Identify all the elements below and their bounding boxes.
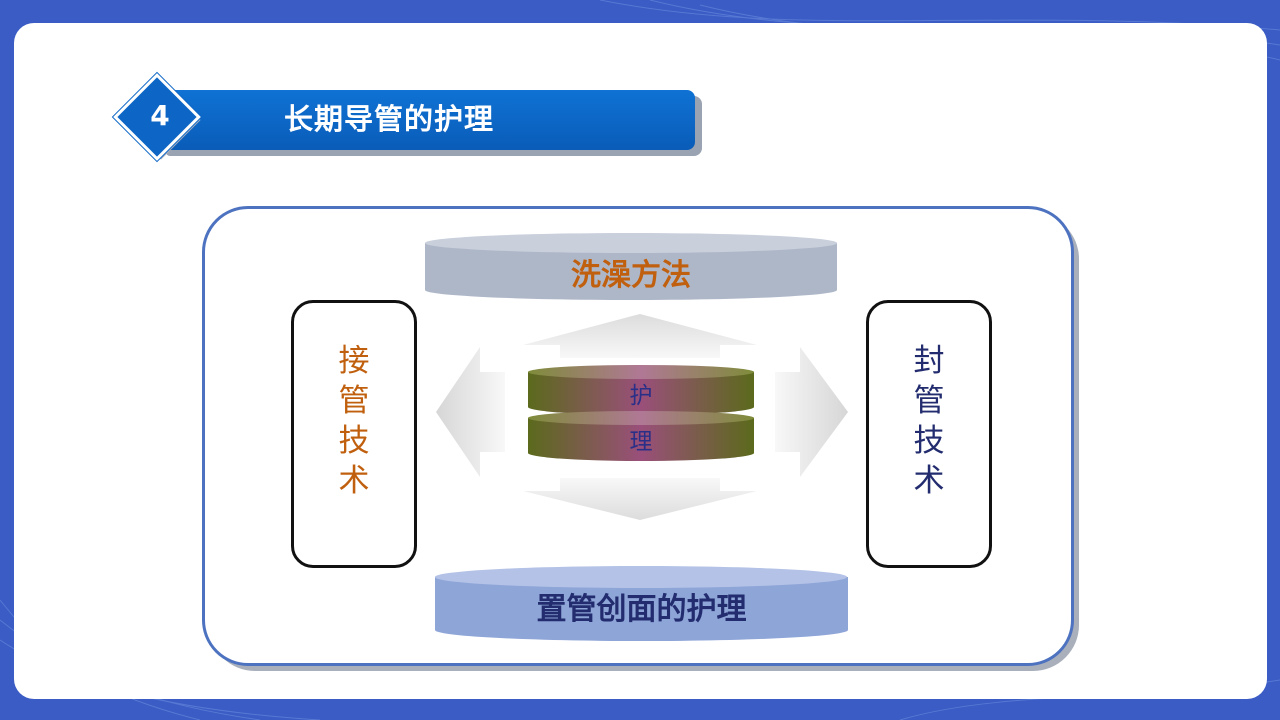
center-label-2: 理 <box>629 429 653 455</box>
bottom-cylinder-label: 置管创面的护理 <box>536 592 747 627</box>
center-disk-bottom <box>528 411 754 461</box>
top-cylinder <box>425 233 837 300</box>
center-label-1: 护 <box>629 383 653 409</box>
header-bar <box>160 90 695 150</box>
arrow-left <box>436 347 505 477</box>
top-cylinder-label: 洗澡方法 <box>571 258 691 293</box>
arrow-right <box>775 347 848 477</box>
bottom-cylinder <box>435 566 848 642</box>
right-box: 封 管 技 术 <box>866 300 992 568</box>
section-number: 4 <box>150 99 170 132</box>
left-box: 接 管 技 术 <box>291 300 417 568</box>
arrow-up <box>523 314 757 358</box>
arrow-down <box>523 478 757 520</box>
right-box-label: 封 管 技 术 <box>913 343 945 499</box>
center-disk-top <box>528 365 754 415</box>
section-title: 长期导管的护理 <box>284 102 495 136</box>
left-box-label: 接 管 技 术 <box>338 343 370 499</box>
